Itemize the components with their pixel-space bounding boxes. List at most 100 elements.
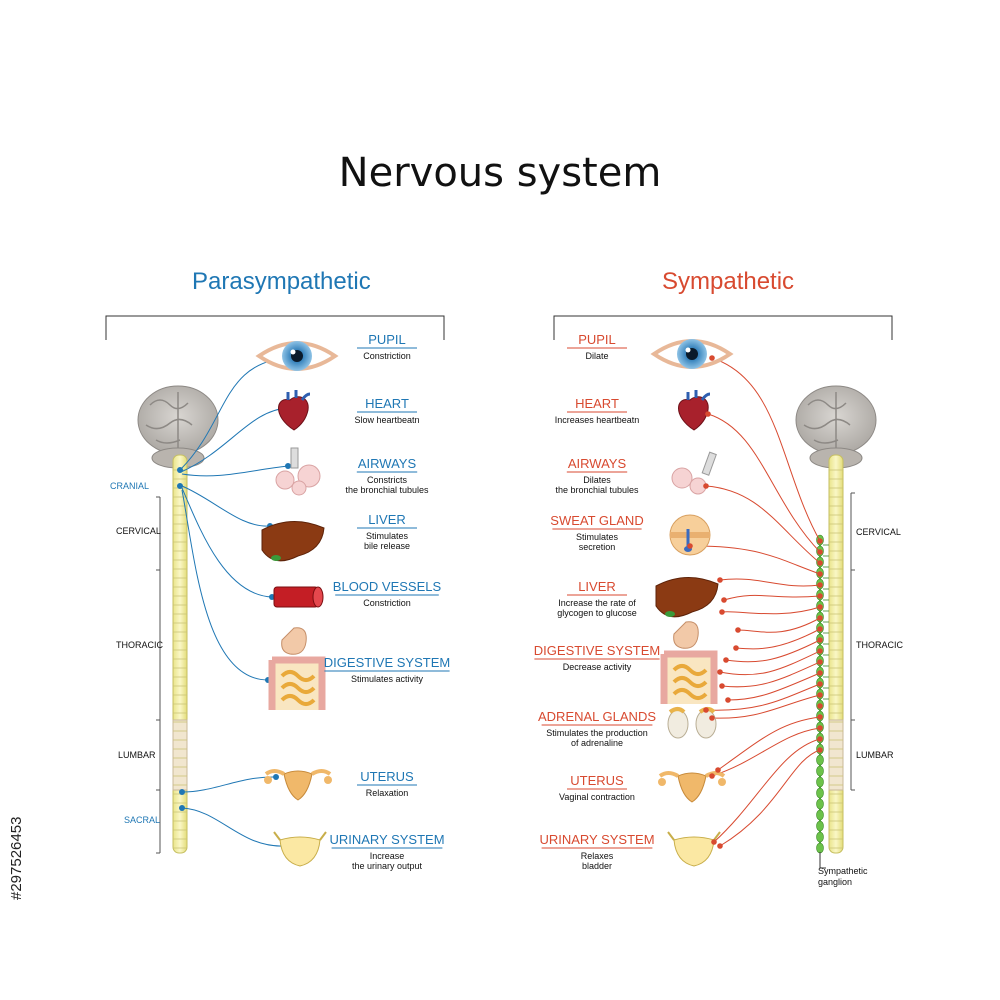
chain-dot: [817, 571, 823, 577]
sweat-gland-icon: [669, 514, 711, 556]
organ-dot: [715, 767, 721, 773]
sympathetic-nerve: [711, 694, 821, 719]
sympathetic-spinal-cord: [828, 454, 844, 854]
uterus-icon: [658, 771, 726, 803]
ganglion-node: [816, 776, 824, 788]
sympathetic-segment-bracket: [850, 492, 855, 791]
organ-label-title: LIVER: [578, 579, 616, 594]
chain-dot: [817, 725, 823, 731]
organ-label-description: the bronchial tubules: [555, 485, 639, 495]
organ-dot: [709, 355, 715, 361]
organ-label-description: Stimulates: [366, 531, 409, 541]
page-title: Nervous system: [338, 150, 662, 196]
segment-label-sacral: SACRAL: [124, 815, 160, 825]
organ-dot: [719, 683, 725, 689]
organ-dot: [703, 483, 709, 489]
segment-label-cranial: CRANIAL: [110, 481, 149, 491]
sympathetic-nerve: [705, 683, 821, 711]
organ-dot: [719, 609, 725, 615]
organ-label-title: HEART: [575, 396, 619, 411]
organ-label-title: PUPIL: [368, 332, 406, 347]
eye-icon: [255, 341, 339, 371]
sympathetic-nerve: [721, 661, 821, 688]
bladder-icon: [667, 831, 721, 867]
organ-label-title: PUPIL: [578, 332, 616, 347]
sympathetic-nerves: [689, 357, 821, 847]
chain-dot: [817, 714, 823, 720]
sympathetic-nerve-dots: [687, 355, 823, 849]
organ-label-description: Slow heartbeatn: [354, 415, 419, 425]
sympathetic-heading: Sympathetic: [662, 268, 795, 295]
segment-label-lumbar: LUMBAR: [856, 750, 894, 760]
organ-label-description: the bronchial tubules: [345, 485, 429, 495]
organ-label-title: URINARY SYSTEM: [329, 832, 444, 847]
chain-dot: [817, 692, 823, 698]
organ-label-description: secretion: [579, 542, 616, 552]
organ-label-description: Increases heartbeatn: [555, 415, 640, 425]
organ-dot: [687, 543, 693, 549]
stock-id-watermark: #297526453: [8, 760, 28, 900]
organ-dot: [721, 597, 727, 603]
sympathetic-nerve: [719, 749, 821, 847]
chain-dot: [817, 604, 823, 610]
segment-label-thoracic: THORACIC: [116, 640, 164, 650]
airways-icon: [671, 451, 717, 495]
segment-label-cervical: CERVICAL: [856, 527, 901, 537]
chain-dot: [817, 703, 823, 709]
organ-label-description: Constriction: [363, 351, 411, 361]
organ-label-description: glycogen to glucose: [557, 608, 637, 618]
chain-dot: [817, 582, 823, 588]
organ-label-title: AIRWAYS: [568, 456, 627, 471]
chain-dot: [817, 538, 823, 544]
blood-vessel-icon: [273, 586, 324, 608]
chain-dot: [817, 637, 823, 643]
chain-dot: [817, 736, 823, 742]
airways-icon: [275, 447, 321, 496]
organ-dot: [723, 657, 729, 663]
organ-label-description: Relaxation: [366, 788, 409, 798]
parasympathetic-nerves: [179, 356, 296, 847]
ganglion-node: [816, 842, 824, 854]
liver-icon: [655, 576, 719, 618]
chain-dot: [817, 593, 823, 599]
digestive-icon: [660, 621, 718, 704]
sympathetic-nerve: [719, 578, 821, 587]
sympathetic-nerve: [707, 413, 821, 553]
organ-label-description: the urinary output: [352, 861, 423, 871]
digestive-icon: [268, 627, 326, 710]
organ-label-description: Vaginal contraction: [559, 792, 635, 802]
chain-dot: [817, 670, 823, 676]
sympathetic-nerve: [705, 485, 821, 564]
organ-dot: [705, 411, 711, 417]
sympathetic-nerve: [689, 545, 821, 575]
organ-label-description: Constriction: [363, 598, 411, 608]
organ-label-description: Relaxes: [581, 851, 614, 861]
adrenal-gland-icon: [667, 707, 717, 739]
liver-icon: [261, 520, 325, 562]
ganglion-node: [816, 754, 824, 766]
sympathetic-nerve: [723, 594, 821, 601]
chain-dot: [817, 615, 823, 621]
organ-dot: [709, 773, 715, 779]
chain-dot: [817, 659, 823, 665]
organ-dot: [733, 645, 739, 651]
sympathetic-nerve: [725, 639, 821, 663]
heart-icon: [278, 390, 311, 431]
organ-label-description: Constricts: [367, 475, 408, 485]
segment-label-cervical: CERVICAL: [116, 526, 161, 536]
organ-label-description: Increase: [370, 851, 405, 861]
organ-label-description: Decrease activity: [563, 662, 632, 672]
chain-dot: [817, 681, 823, 687]
organ-label-title: LIVER: [368, 512, 406, 527]
parasympathetic-bracket: [105, 315, 445, 340]
sympathetic-nerve: [727, 672, 821, 701]
ganglion-pointer: [819, 852, 826, 869]
organ-label-title: BLOOD VESSELS: [333, 579, 442, 594]
chain-dot: [817, 549, 823, 555]
organ-label-description: of adrenaline: [571, 738, 623, 748]
organ-dot: [711, 839, 717, 845]
organ-dot: [717, 577, 723, 583]
